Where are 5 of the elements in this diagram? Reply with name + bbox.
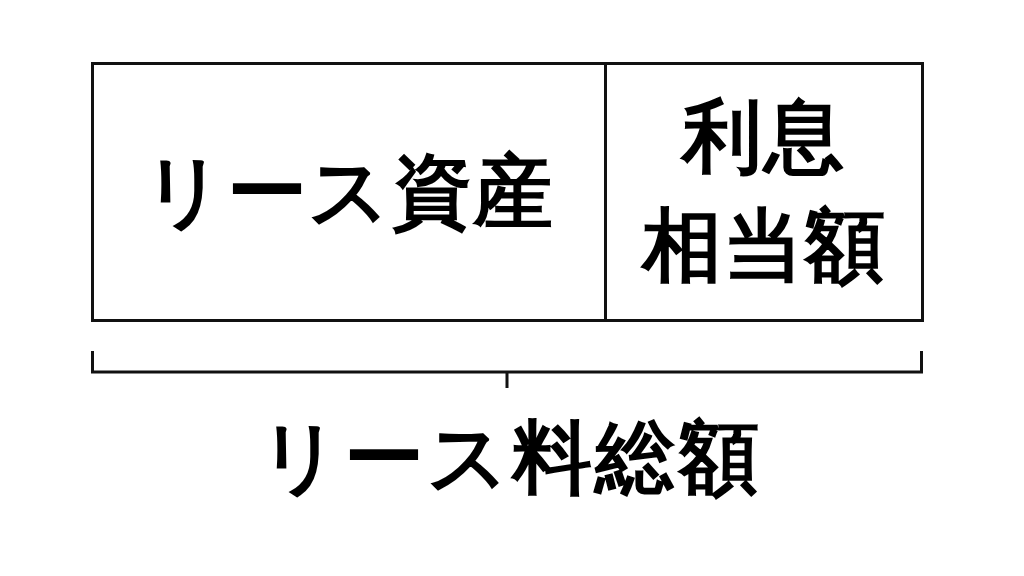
segment-label: リース資産 bbox=[143, 143, 555, 240]
segment-label: 利息相当額 bbox=[641, 89, 887, 294]
segment-box bbox=[604, 62, 924, 322]
total-label: リース料総額 bbox=[258, 410, 762, 506]
segment-box bbox=[91, 62, 607, 322]
